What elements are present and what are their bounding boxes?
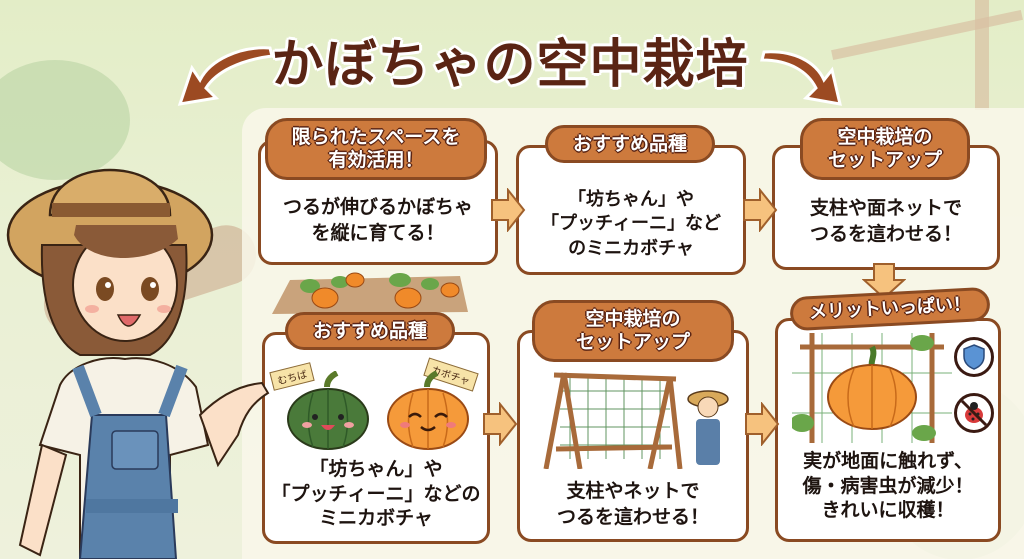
card-setup-top-body: 支柱や面ネットで つるを這わせる！	[809, 197, 962, 245]
card-varieties-bottom-body: 「坊ちゃん」や 「プッチィーニ」などの ミニカボチャ	[271, 458, 481, 530]
card-varieties-bottom: むちば カボチャ 「坊ちゃん」や 「プッチィーニ」などの ミニカボチャ	[262, 332, 490, 544]
card-setup-bottom: 支柱やネットで つるを這わせる！	[517, 330, 749, 542]
arrow-right-icon	[745, 402, 780, 446]
card-varieties-top-heading: おすすめ品種	[545, 125, 715, 163]
green-pumpkin-icon	[287, 371, 369, 450]
card-varieties-top: 「坊ちゃん」や 「プッチィーニ」など のミニカボチャ	[516, 145, 746, 275]
arrow-down-icon	[862, 263, 906, 300]
background-tree	[0, 60, 130, 180]
curved-arrow-right-icon	[760, 50, 842, 106]
card-space-body: つるが伸びるかぼちゃ を縦に育てる！	[282, 196, 473, 244]
card-varieties-bottom-heading: おすすめ品種	[285, 312, 455, 350]
trellis-illustration	[543, 372, 729, 469]
arrow-right-icon	[491, 188, 526, 232]
card-setup-bottom-body: 支柱やネットで つるを這わせる！	[556, 480, 709, 528]
hanging-pumpkin-illustration	[792, 333, 952, 443]
pumpkin-patch-illustration	[272, 272, 468, 314]
card-merits-body: 実が地面に触れず、 傷・病害虫が減少！ きれいに収穫！	[802, 450, 974, 522]
card-varieties-top-body: 「坊ちゃん」や 「プッチィーニ」など のミニカボチャ	[541, 189, 721, 259]
no-ladybug-icon	[954, 393, 994, 433]
shield-icon	[954, 337, 994, 377]
farmer-girl-illustration	[6, 168, 270, 559]
orange-pumpkin-icon	[387, 371, 469, 450]
card-space-heading: 限られたスペースを 有効活用！	[265, 118, 487, 180]
page-title: かぼちゃの空中栽培	[271, 35, 749, 95]
card-setup-top-heading: 空中栽培の セットアップ	[800, 118, 970, 180]
card-setup-bottom-heading: 空中栽培の セットアップ	[532, 300, 734, 362]
arrow-right-icon	[483, 402, 518, 446]
arrow-right-icon	[743, 188, 778, 232]
card-merits: 実が地面に触れず、 傷・病害虫が減少！ きれいに収穫！	[775, 318, 1001, 542]
curved-arrow-left-icon	[177, 46, 274, 106]
background-fence-rail	[831, 9, 1023, 61]
